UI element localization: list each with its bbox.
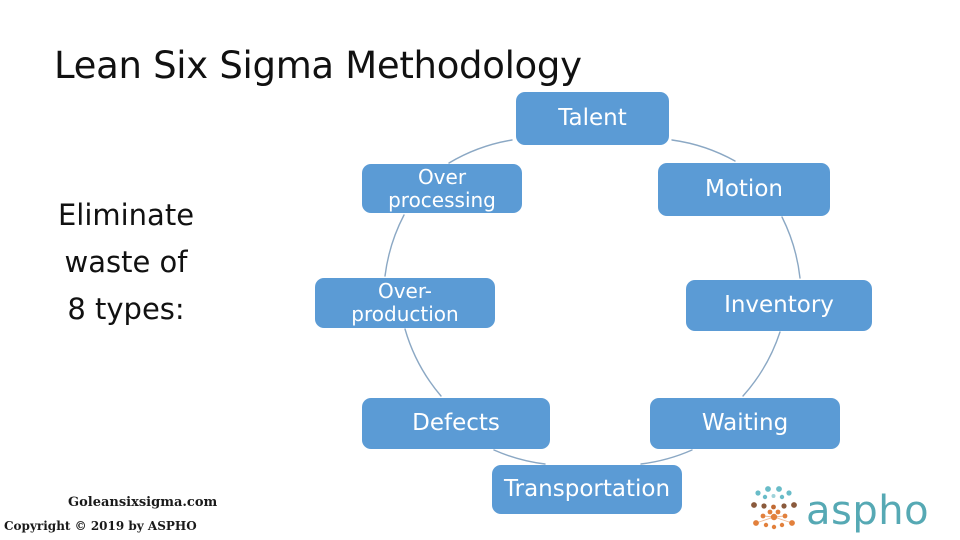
node-over-production-label-line2: production [351, 302, 459, 326]
arc-talent-overprocessing [448, 139, 513, 164]
node-motion-label: Motion [705, 176, 783, 202]
arc-overproduction-defects [404, 328, 442, 397]
aspho-dot-x-mark [751, 486, 797, 530]
caption-line-3: 8 types: [67, 292, 185, 326]
node-over-processing-label-line1: Over [417, 164, 467, 189]
node-motion[interactable]: Motion [658, 163, 830, 216]
node-defects[interactable]: Defects [362, 398, 550, 449]
node-over-processing[interactable]: Over processing [362, 164, 522, 213]
arc-talent-motion [671, 139, 736, 162]
caption-block: Eliminate waste of 8 types: [20, 192, 232, 333]
node-defects-label: Defects [412, 410, 500, 436]
arc-defects-transportation [493, 449, 546, 465]
node-inventory-label: Inventory [724, 292, 834, 318]
node-over-processing-label-line2: processing [388, 187, 496, 212]
node-transportation-label: Transportation [503, 476, 671, 502]
node-transportation[interactable]: Transportation [492, 465, 682, 514]
node-talent[interactable]: Talent [516, 92, 669, 145]
arc-waiting-transportation [640, 449, 693, 465]
arc-motion-inventory [781, 216, 801, 279]
arc-overprocessing-overproduction [384, 214, 405, 277]
node-inventory[interactable]: Inventory [686, 280, 872, 331]
arc-inventory-waiting [742, 331, 781, 397]
caption-line-2: waste of [64, 245, 188, 279]
page-title: Lean Six Sigma Methodology [54, 44, 582, 87]
footer-copyright: Copyright © 2019 by ASPHO [4, 519, 197, 533]
footer-website: Goleansixsigma.com [68, 495, 218, 510]
node-waiting-label: Waiting [701, 410, 789, 436]
caption-line-1: Eliminate [57, 198, 195, 232]
aspho-wordmark: aspho [806, 488, 930, 534]
node-talent-label: Talent [558, 105, 627, 131]
node-waiting[interactable]: Waiting [650, 398, 840, 449]
aspho-logo: aspho [748, 483, 953, 539]
node-over-production[interactable]: Over- production [315, 278, 495, 328]
node-over-production-label-line1: Over- [377, 279, 433, 303]
